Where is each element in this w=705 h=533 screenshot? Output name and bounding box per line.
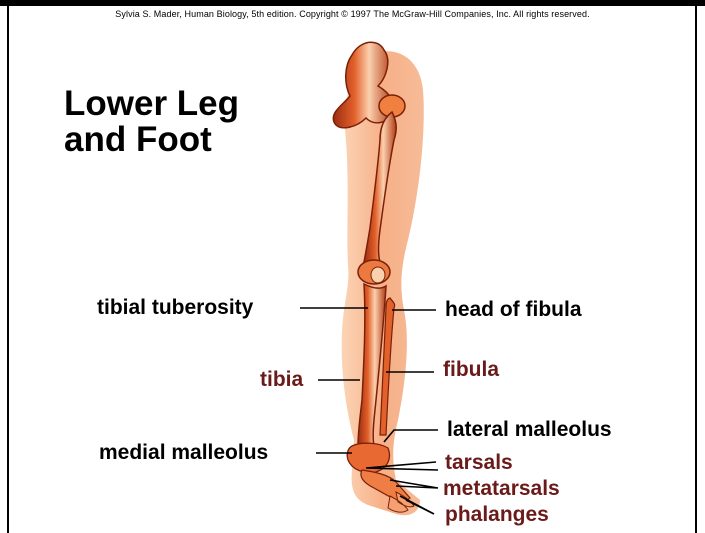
- label-metatarsals: metatarsals: [443, 477, 560, 501]
- patella: [371, 267, 385, 283]
- label-medial-malleolus: medial malleolus: [99, 441, 268, 465]
- label-lateral-malleolus: lateral malleolus: [447, 418, 612, 442]
- label-tibial-tuberosity: tibial tuberosity: [97, 296, 253, 320]
- label-phalanges: phalanges: [445, 503, 549, 527]
- label-head-of-fibula: head of fibula: [445, 298, 582, 322]
- label-tarsals: tarsals: [445, 451, 513, 475]
- label-fibula: fibula: [443, 358, 499, 382]
- label-tibia: tibia: [260, 368, 303, 392]
